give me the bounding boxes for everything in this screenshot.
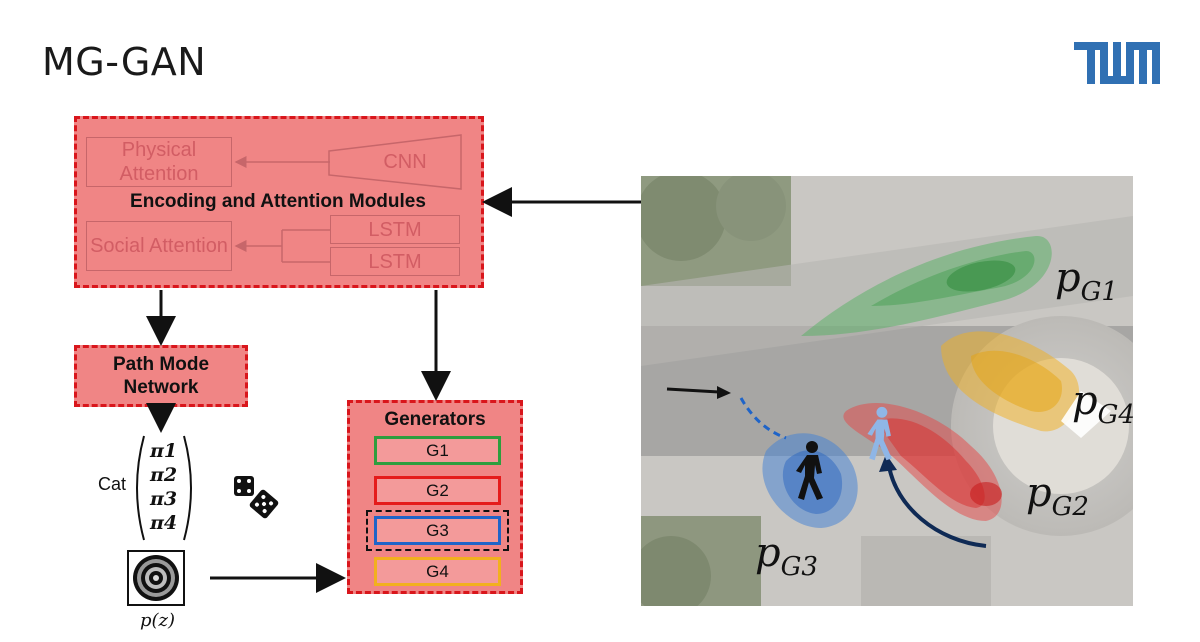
scene-drawing [641,176,1133,606]
label-p-g2-base: p [1026,470,1052,516]
encoder-heading: Encoding and Attention Modules [130,191,426,212]
generators-heading: Generators [384,409,486,430]
cnn-label: CNN [383,151,427,173]
cat-label: Cat [98,474,127,494]
social-attention-box: Social Attention [86,221,232,271]
cnn-trapezoid [328,134,462,190]
physical-attention-box: Physical Attention [86,137,232,187]
generator-g1: G1 [374,436,501,465]
selected-generator-marker [366,510,509,551]
lstm-box-2: LSTM [330,247,460,276]
label-p-g1-sub: G1 [1080,277,1118,307]
generator-g3: G3 [374,516,501,545]
scene-image [641,176,1133,606]
pedestrian-icon [796,441,823,500]
generator-g4: G4 [374,557,501,586]
label-p-g4: pG4 [1072,378,1135,430]
cat-parentheses [136,435,192,541]
path-mode-network-box: Path Mode Network [74,345,248,407]
noise-target-icon [127,550,185,606]
slide-title: MG-GAN [42,40,207,84]
noise-label: p(z) [140,610,176,631]
generator-g2: G2 [374,476,501,505]
label-p-g1: pG1 [1055,255,1118,307]
encoding-attention-module [74,116,484,288]
path-mode-label: Path Mode Network [112,354,210,398]
ghost-pedestrian-icon [867,406,892,461]
label-p-g3-sub: G3 [780,552,818,582]
pi-3: π3 [150,488,178,510]
label-p-g3: pG3 [755,530,818,582]
label-p-g2-sub: G2 [1051,492,1089,522]
label-p-g4-base: p [1072,378,1098,424]
pi-2: π2 [150,464,178,486]
pi-4: π4 [150,512,178,534]
lstm-box-1: LSTM [330,215,460,244]
dice-icon [234,476,279,519]
label-p-g4-sub: G4 [1097,400,1135,430]
label-p-g2: pG2 [1026,470,1089,522]
pi-1: π1 [150,440,178,462]
tum-logo-icon [1074,42,1160,84]
label-p-g3-base: p [755,530,781,576]
label-p-g1-base: p [1055,255,1081,301]
